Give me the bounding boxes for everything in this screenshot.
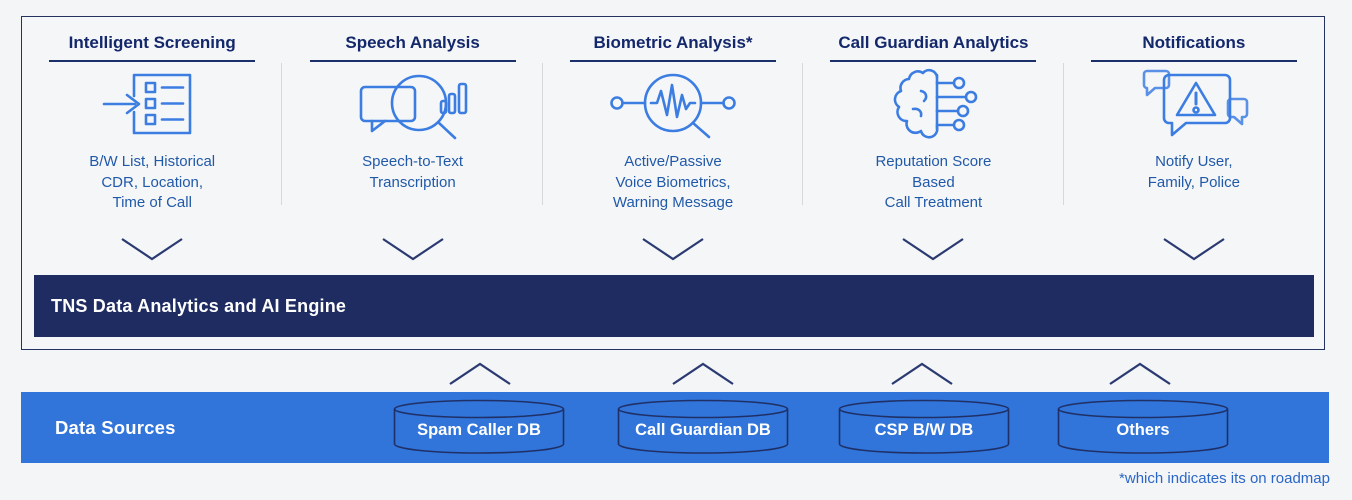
pipeline-panel: Intelligent Screening B/W List, Historic… <box>21 16 1325 350</box>
pipeline-columns: Intelligent Screening B/W List, Historic… <box>22 17 1324 267</box>
database-cylinder-spam-caller: Spam Caller DB <box>393 399 565 456</box>
database-label: Spam Caller DB <box>417 421 541 439</box>
database-icon <box>393 399 565 454</box>
roadmap-footnote: *which indicates its on roadmap <box>1119 470 1330 487</box>
column-title: Biometric Analysis* <box>593 33 753 52</box>
ai-engine-bar: TNS Data Analytics and AI Engine <box>34 275 1314 337</box>
speech-to-text-icon <box>359 74 467 140</box>
notification-alert-icon <box>1142 69 1249 137</box>
chevron-up-icon <box>1109 362 1171 385</box>
database-cylinder-call-guardian: Call Guardian DB <box>617 399 789 456</box>
column-description: Notify User, Family, Police <box>1147 153 1240 191</box>
pipeline-column-speech-analysis: Speech Analysis Speech-to-Text Transcrip… <box>282 17 544 267</box>
chevron-down-icon <box>902 238 965 261</box>
column-description: Active/Passive Voice Biometrics, Warning… <box>612 153 734 212</box>
ai-brain-icon <box>894 68 978 139</box>
database-label: CSP B/W DB <box>874 421 974 439</box>
column-title: Intelligent Screening <box>68 33 236 52</box>
title-underline <box>830 60 1037 62</box>
column-description: Reputation Score Based Call Treatment <box>875 153 992 212</box>
chevron-up-icon <box>891 362 953 385</box>
ai-engine-label: TNS Data Analytics and AI Engine <box>51 295 347 316</box>
column-title: Notifications <box>1142 33 1246 52</box>
chevron-up-icon <box>449 362 511 385</box>
database-label: Others <box>1116 421 1170 439</box>
data-sources-bar: Data Sources Spam Caller DB Call Guardia… <box>21 392 1329 463</box>
title-underline <box>570 60 777 62</box>
column-description: B/W List, Historical CDR, Location, Time… <box>89 153 216 212</box>
chevron-down-icon <box>1163 238 1225 261</box>
database-icon <box>1057 399 1229 454</box>
database-label: Call Guardian DB <box>635 421 771 439</box>
column-description: Speech-to-Text Transcription <box>362 153 464 191</box>
column-title: Speech Analysis <box>345 33 480 52</box>
chevron-up-icon <box>672 362 734 385</box>
database-cylinder-csp-bw: CSP B/W DB <box>838 399 1010 456</box>
database-icon <box>838 399 1010 454</box>
data-sources-label: Data Sources <box>55 416 176 438</box>
screening-list-icon <box>102 73 192 135</box>
chevron-down-icon <box>642 238 704 261</box>
database-icon <box>617 399 789 454</box>
pipeline-column-intelligent-screening: Intelligent Screening B/W List, Historic… <box>22 17 283 267</box>
pipeline-column-call-guardian-analytics: Call Guardian Analytics Reputation Score… <box>803 17 1065 267</box>
title-underline <box>1090 60 1297 62</box>
pipeline-column-notifications: Notifications Notify User, Family, Polic… <box>1064 17 1324 267</box>
voice-biometrics-icon <box>610 73 736 139</box>
chevron-down-icon <box>121 238 183 261</box>
chevron-down-icon <box>381 238 444 261</box>
column-title: Call Guardian Analytics <box>838 33 1029 52</box>
database-cylinder-others: Others <box>1057 399 1229 456</box>
title-underline <box>49 60 256 62</box>
title-underline <box>309 60 516 62</box>
pipeline-column-biometric-analysis: Biometric Analysis* Active/Passive Voice… <box>543 17 804 267</box>
